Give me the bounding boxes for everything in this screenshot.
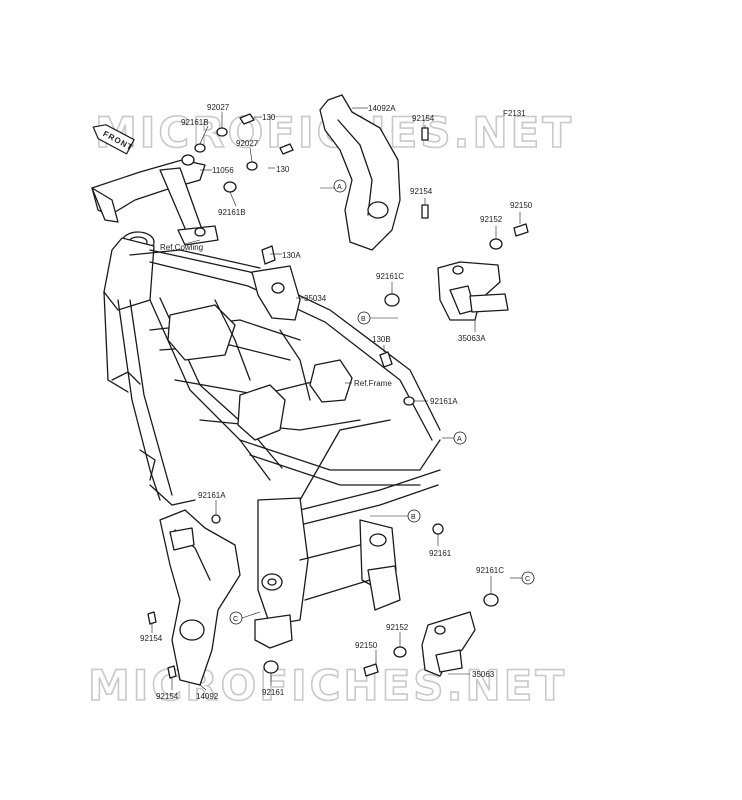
screw-92154-left (147, 611, 157, 625)
callout-11056: 11056 (212, 166, 234, 175)
svg-text:C: C (525, 576, 530, 583)
cover-14092 (159, 509, 241, 686)
callout-92150: 92150 (355, 641, 378, 650)
callout-92161c: 92161C (376, 272, 404, 281)
callout-ref-frame: Ref.Frame (354, 379, 392, 388)
screw-92154-mid (421, 204, 429, 219)
callout-92161: 92161 (429, 549, 452, 558)
bolt-92150-bottom (363, 663, 379, 677)
ref-marker-a-right: A (453, 431, 467, 445)
screw-92154-top (421, 127, 429, 141)
bushing-92161A-bottom (211, 514, 221, 524)
callout-92150: 92150 (510, 201, 533, 210)
callout-labels: 92027 92161B 130 92027 130 11056 92161B … (140, 103, 533, 701)
bolt-130B (379, 351, 393, 368)
bushing-92161-bottom (263, 660, 279, 674)
leader-lines (151, 107, 522, 691)
callout-ref-cowling: Ref.Cowling (160, 243, 203, 252)
bolt-92150-top (513, 223, 529, 237)
callout-14092a: 14092A (368, 104, 396, 113)
ref-marker-b-top: B (357, 311, 371, 325)
collar-92152-top (489, 238, 503, 250)
diagram-code: F2131 (503, 109, 526, 118)
watermark-bottom: MICROFICHES.NET (88, 661, 567, 710)
callout-92154: 92154 (140, 634, 163, 643)
bushing-92161C-top (384, 293, 400, 307)
main-frame (103, 231, 441, 649)
callout-92154: 92154 (410, 187, 433, 196)
callout-92161: 92161 (262, 688, 285, 697)
bracket-11056 (91, 154, 219, 246)
bushing-92161C-bottom (483, 593, 499, 607)
callout-92161b: 92161B (218, 208, 246, 217)
callout-92027: 92027 (207, 103, 230, 112)
ref-marker-b-mid: B (407, 509, 421, 523)
screw-92154-bottom (167, 665, 177, 679)
callout-92161a: 92161A (430, 397, 458, 406)
callout-92161c: 92161C (476, 566, 504, 575)
bushing-92161A-top (403, 396, 415, 406)
svg-text:C: C (233, 616, 238, 623)
cover-14092A (319, 94, 401, 251)
clamp-35034 (251, 245, 301, 321)
svg-text:B: B (411, 514, 416, 521)
callout-92027: 92027 (236, 139, 259, 148)
footpeg-bracket-35063 (421, 611, 476, 677)
svg-text:B: B (361, 316, 366, 323)
footpeg-bracket-35063A (437, 261, 509, 321)
callout-35063: 35063 (472, 670, 495, 679)
callout-92161a: 92161A (198, 491, 226, 500)
collar-92152-bottom (393, 646, 407, 658)
ref-marker-c-left: C (229, 611, 243, 625)
bushing-92161-right (432, 523, 444, 535)
callout-92161b: 92161B (181, 118, 209, 127)
callout-92154: 92154 (412, 114, 435, 123)
callout-35063a: 35063A (458, 334, 486, 343)
ref-marker-c-right: C (521, 571, 535, 585)
callout-130: 130 (262, 113, 276, 122)
svg-text:A: A (457, 436, 462, 443)
callout-92152: 92152 (480, 215, 503, 224)
svg-text:A: A (337, 184, 342, 191)
callout-14092: 14092 (196, 692, 219, 701)
fasteners-11056 (194, 113, 294, 193)
callout-130a: 130A (282, 251, 301, 260)
callout-130: 130 (276, 165, 290, 174)
ref-marker-a-top: A (333, 179, 347, 193)
callout-130b: 130B (372, 335, 391, 344)
callout-35034: 35034 (304, 294, 327, 303)
callout-92152: 92152 (386, 623, 409, 632)
callout-92154: 92154 (156, 692, 179, 701)
